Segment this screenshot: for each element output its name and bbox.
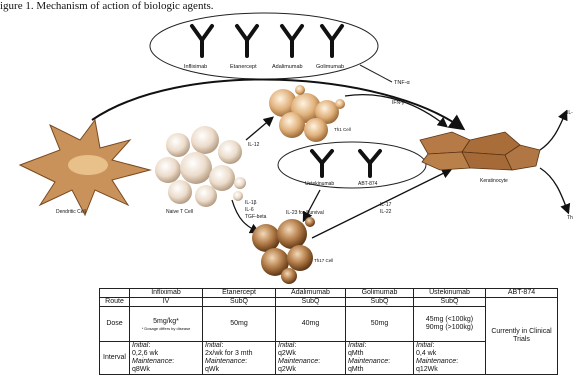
- interval-value: q2Wk: [278, 350, 296, 357]
- drug-label-golimumab: Golimumab: [316, 64, 344, 70]
- tnf-label: TNF-α: [394, 80, 411, 86]
- il23-label: IL-23 for Survival: [286, 210, 324, 216]
- table-cell: Initial: 0,2,6 wk Maintenance: q8Wk: [130, 342, 203, 375]
- il17-label: IL-17: [380, 202, 392, 208]
- interval-value: q2Wk: [278, 366, 296, 373]
- table-header-cell: Adalimumab: [276, 289, 346, 298]
- dose-note: * Dosage differs by disease: [132, 326, 200, 331]
- initial-label: Initial: [416, 342, 432, 349]
- il12-label: IL-12: [248, 142, 260, 148]
- initial-label: Initial: [348, 342, 364, 349]
- table-header-cell: Ustekinumab: [414, 289, 486, 298]
- table-header-cell: Infliximab: [130, 289, 203, 298]
- mechanism-diagram: Infliximab Etanercept Adalimumab Golimum…: [0, 0, 576, 290]
- drug-label-etanercept: Etanercept: [230, 64, 257, 70]
- interval-value: qMth: [348, 366, 364, 373]
- keratinocyte-cells: [420, 132, 540, 170]
- cytokine-il6: IL-6: [245, 207, 254, 213]
- table-header-row: Infliximab Etanercept Adalimumab Golimum…: [100, 289, 558, 298]
- initial-label: Initial: [132, 342, 148, 349]
- maintenance-label: Maintenance: [416, 358, 456, 365]
- biologics-table: Infliximab Etanercept Adalimumab Golimum…: [99, 288, 558, 375]
- interval-value: 0,2,6 wk: [132, 350, 158, 357]
- dendritic-cell: [20, 120, 150, 215]
- il12-arrow: [246, 118, 272, 140]
- th1-cell: [269, 85, 345, 142]
- table-cell: 45mg (<100kg) 90mg (>100kg): [414, 307, 486, 342]
- table-cell: SubQ: [276, 298, 346, 307]
- drug-label-abt874: ABT-874: [358, 181, 378, 187]
- table-cell: SubQ: [414, 298, 486, 307]
- table-cell: Route: [100, 298, 130, 307]
- table-cell-abt874: Currently in Clinical Trials: [486, 298, 558, 375]
- table-header-cell: Golimumab: [346, 289, 414, 298]
- interval-value: 2x/wk for 3 mth: [205, 350, 252, 357]
- table-header-cell: ABT-874: [486, 289, 558, 298]
- table-cell: Initial: 0,4 wk Maintenance: q12Wk: [414, 342, 486, 375]
- output-arrow-top: [540, 112, 566, 150]
- table-cell: Initial: qMth Maintenance: qMth: [346, 342, 414, 375]
- table-cell: SubQ: [346, 298, 414, 307]
- table-cell: Initial: 2x/wk for 3 mth Maintenance: qW…: [203, 342, 276, 375]
- table-cell: Interval: [100, 342, 130, 375]
- right-label-top: IL-: [567, 110, 573, 116]
- cytokine-il1b: IL-1β: [245, 200, 257, 206]
- drug-label-ustekinumab: Ustekinumab: [305, 181, 334, 187]
- table-header-cell: [100, 289, 130, 298]
- interval-value: 0,4 wk: [416, 350, 436, 357]
- th1-label: Th1 Cell: [334, 127, 351, 132]
- naive-t-cell: [155, 126, 246, 207]
- table-row-route: Route IV SubQ SubQ SubQ SubQ Currently i…: [100, 298, 558, 307]
- drug-label-adalimumab: Adalimumab: [272, 64, 303, 70]
- table-cell: IV: [130, 298, 203, 307]
- output-arrow-bottom: [540, 168, 568, 212]
- interval-value: q8Wk: [132, 366, 150, 373]
- table-cell: Dose: [100, 307, 130, 342]
- anti-tnf-oval-tail: [360, 65, 392, 82]
- ifn-label: IFN-γ: [392, 100, 405, 106]
- dose-value: 5mg/kg*: [153, 318, 179, 325]
- table-cell: 40mg: [276, 307, 346, 342]
- table-cell: SubQ: [203, 298, 276, 307]
- maintenance-label: Maintenance: [278, 358, 318, 365]
- initial-label: Initial: [278, 342, 294, 349]
- anti-il12-oval: [278, 142, 426, 188]
- dendritic-label: Dendritic Cell: [56, 209, 86, 215]
- dose-value: 90mg (>100kg): [426, 324, 473, 331]
- interval-value: qMth: [348, 350, 364, 357]
- maintenance-label: Maintenance: [205, 358, 245, 365]
- cytokine-tgfb: TGF-beta: [245, 214, 267, 220]
- table-header-cell: Etanercept: [203, 289, 276, 298]
- drug-label-infliximab: Infliximab: [184, 64, 207, 70]
- maintenance-label: Maintenance: [132, 358, 172, 365]
- dose-value: 45mg (<100kg): [426, 316, 473, 323]
- maintenance-label: Maintenance: [348, 358, 388, 365]
- keratinocyte-label: Keratinocyte: [480, 178, 508, 184]
- th17-label: Th17 Cell: [314, 258, 333, 263]
- right-label-bottom: Th: [567, 215, 573, 221]
- table-cell: 50mg: [346, 307, 414, 342]
- table-cell: Initial: q2Wk Maintenance: q2Wk: [276, 342, 346, 375]
- naive-label: Naive T Cell: [166, 209, 193, 215]
- th17-cell: [252, 217, 315, 284]
- il22-label: IL-22: [380, 209, 392, 215]
- initial-label: Initial: [205, 342, 221, 349]
- table-cell: 50mg: [203, 307, 276, 342]
- table-cell: 5mg/kg* * Dosage differs by disease: [130, 307, 203, 342]
- interval-value: q12Wk: [416, 366, 438, 373]
- interval-value: qWk: [205, 366, 219, 373]
